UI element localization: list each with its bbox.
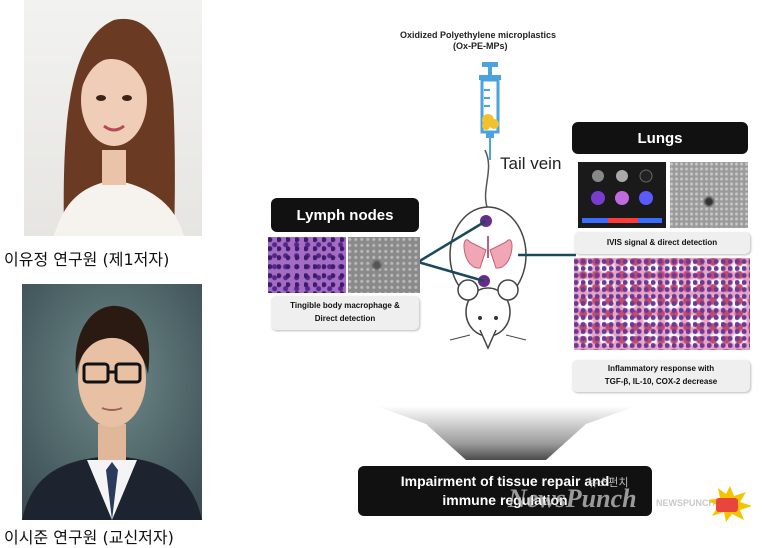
- corresponding-author-caption: 이시준 연구원 (교신저자): [4, 528, 174, 547]
- lymph-nodes-header: Lymph nodes: [271, 198, 419, 232]
- lymph-nodes-header-text: Lymph nodes: [296, 206, 394, 224]
- lymph-histology-image: [268, 237, 346, 293]
- conclusion-box: Impairment of tissue repair and immune r…: [358, 466, 652, 516]
- researcher-photo-1: [24, 0, 202, 236]
- lymph-detection-image: [348, 237, 420, 293]
- lungs-note-line2: TGF-β, IL-10, COX-2 decrease: [604, 377, 718, 386]
- lungs-note: Inflammatory response with TGF-β, IL-10,…: [572, 360, 750, 392]
- injection-subtitle: (Ox-PE-MPs): [453, 41, 508, 51]
- lungs-note-line1: Inflammatory response with: [607, 364, 715, 374]
- lungs-header-text: Lungs: [637, 129, 683, 147]
- tail-vein-label: Tail vein: [500, 154, 562, 173]
- down-arrow-icon: [356, 402, 656, 462]
- lung-histology-image: [574, 258, 750, 350]
- first-author-caption: 이유정 연구원 (제1저자): [4, 250, 170, 269]
- watermark-korean: 뉴스펀치: [588, 477, 629, 489]
- lungs-header: Lungs: [572, 122, 748, 154]
- lymph-nodes-note: Tingible body macrophage & Direct detect…: [271, 296, 419, 330]
- conclusion-line2: immune regulation: [442, 492, 568, 508]
- lymph-note-line2: Direct detection: [314, 314, 376, 323]
- mouse-icon: [440, 149, 540, 360]
- syringe-icon: [470, 60, 510, 170]
- ivis-label-text: IVIS signal & direct detection: [606, 237, 718, 247]
- ivis-image: [578, 162, 666, 228]
- watermark-brand: NewsPunch: [508, 484, 637, 513]
- lymph-note-line1: Tingible body macrophage &: [290, 301, 400, 311]
- injection-title: Oxidized Polyethylene microplastics: [400, 30, 557, 40]
- ivis-label: IVIS signal & direct detection: [574, 232, 750, 254]
- watermark-logo-icon: [708, 486, 752, 522]
- researcher-photo-2: [22, 284, 202, 520]
- watermark-small: NEWSPUNCH: [656, 498, 716, 508]
- lung-detection-image: [670, 162, 748, 228]
- conclusion-line1: Impairment of tissue repair and: [400, 473, 610, 490]
